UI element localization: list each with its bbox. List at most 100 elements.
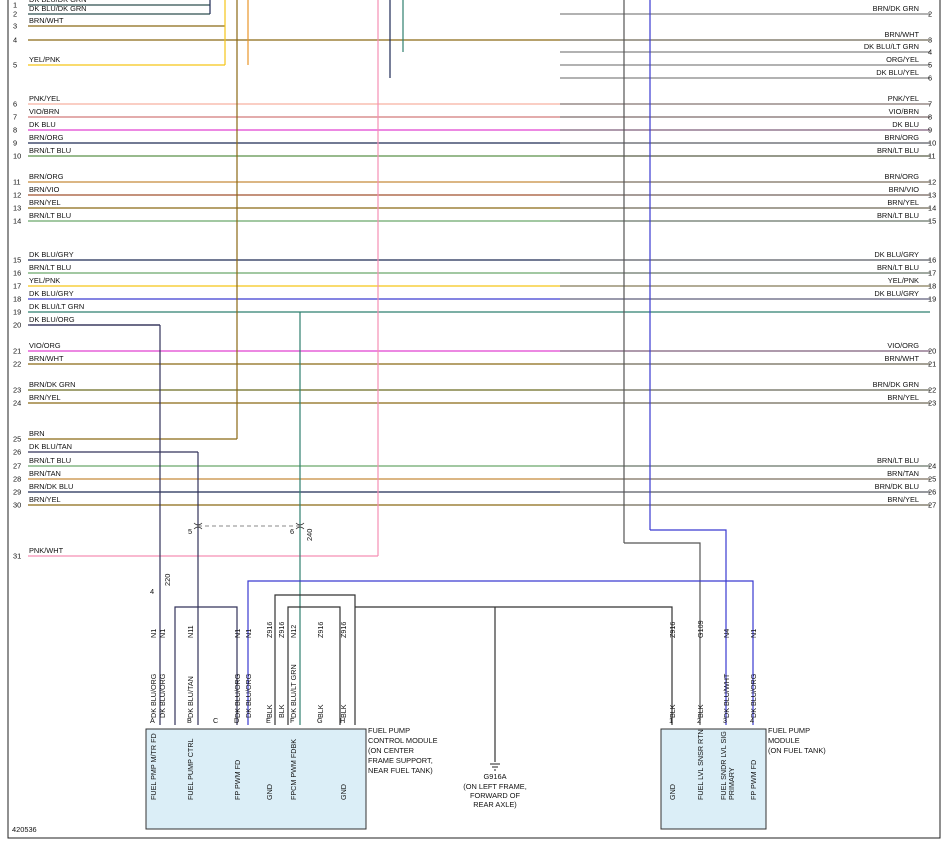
fpcm-circuit: N1	[244, 629, 253, 638]
wire-left-label: VIO/BRN	[29, 107, 59, 116]
fpm-color-label: BLK	[696, 704, 705, 718]
wire-left-pin: 21	[13, 347, 21, 356]
wire-left-label: DK BLU/LT GRN	[29, 302, 84, 311]
fpcm-color-label: DK BLU/ORG	[244, 673, 253, 718]
wire-right-pin: 12	[928, 178, 936, 187]
wire-left-label: DK BLU/GRY	[29, 289, 74, 298]
wire-right-label: PNK/YEL	[888, 94, 919, 103]
wire-right-pin: 19	[928, 295, 936, 304]
wire-left-label: YEL/PNK	[29, 55, 60, 64]
wire-left-label: VIO/ORG	[29, 341, 61, 350]
fpcm-circuit: Z916	[339, 622, 348, 638]
fpcm-circuit: N11	[186, 625, 195, 638]
wire-right-label: BRN/DK GRN	[873, 380, 919, 389]
wire-left-pin: 2	[13, 10, 17, 19]
ground-location-line: FORWARD OF	[470, 791, 521, 800]
fpm-func-label: PRIMARY	[727, 767, 736, 800]
splice-label-1: 5	[188, 527, 192, 536]
fpcm-circuit: Z916	[265, 622, 274, 638]
wire-left-pin: 13	[13, 204, 21, 213]
ground-loop-2	[287, 606, 341, 725]
fpm-title-line: MODULE	[768, 736, 800, 745]
fuel-pump-module-box	[660, 728, 767, 830]
wire-right-label: BRN/VIO	[889, 185, 920, 194]
fpcm-title-line: CONTROL MODULE	[368, 736, 438, 745]
wire-right-pin: 17	[928, 269, 936, 278]
wire-right-pin: 4	[928, 48, 932, 57]
fpcm-title-line: FUEL PUMP	[368, 726, 410, 735]
fpcm-pin-letter: E	[266, 716, 271, 725]
wire-right-label: BRN/DK BLU	[875, 482, 919, 491]
wire-right-label: ORG/YEL	[886, 55, 919, 64]
wire-left-pin: 14	[13, 217, 21, 226]
wire-left-label: BRN/LT BLU	[29, 146, 71, 155]
wire-right-label: BRN/YEL	[887, 198, 919, 207]
wire-right-pin: 21	[928, 360, 936, 369]
wire-right-label: DK BLU	[892, 120, 919, 129]
wire-right-pin: 15	[928, 217, 936, 226]
wire-right-label: BRN/YEL	[887, 495, 919, 504]
wire-left-pin: 23	[13, 386, 21, 395]
fpm-circuit: N4	[722, 629, 731, 638]
wire-left-label: BRN/WHT	[29, 354, 64, 363]
fpcm-circuit: Z916	[316, 622, 325, 638]
fpcm-circuit: N1	[158, 629, 167, 638]
wire-right-pin: 2	[928, 10, 932, 19]
fpcm-pin-letter: F	[290, 716, 295, 725]
fpm-pin-number: 4	[750, 716, 754, 725]
wire-right-label: BRN/DK GRN	[873, 4, 919, 13]
fpcm-func-label: FP PWM FD	[233, 760, 242, 800]
fpm-func-label: FP PWM FD	[749, 760, 758, 800]
wire-left-label: DK BLU	[29, 120, 56, 129]
wire-left-label: BRN/YEL	[29, 198, 61, 207]
wire-left-label: PNK/WHT	[29, 546, 64, 555]
wire-left-pin: 15	[13, 256, 21, 265]
wire-right-pin: 3	[928, 36, 932, 45]
wire-right-label: BRN/LT BLU	[877, 263, 919, 272]
fpm-circuit: N1	[749, 629, 758, 638]
wire-right-label: BRN/ORG	[885, 133, 920, 142]
diagram-frame	[7, 0, 941, 839]
fpcm-pin-letter: D	[234, 716, 239, 725]
wire-right-label: BRN/LT BLU	[877, 456, 919, 465]
wire-left-pin: 20	[13, 321, 21, 330]
wire-right-label: DK BLU/GRY	[874, 289, 919, 298]
wire-left-label: BRN/VIO	[29, 185, 60, 194]
wire-left-pin: 18	[13, 295, 21, 304]
wire-left-pin: 24	[13, 399, 21, 408]
wire-right-label: BRN/LT BLU	[877, 146, 919, 155]
wire-right-label: BRN/ORG	[885, 172, 920, 181]
pump-loop-a	[174, 606, 238, 725]
fpcm-title-line: FRAME SUPPORT,	[368, 756, 433, 765]
fpm-func-label: FUEL LVL SNSR RTN	[696, 729, 705, 800]
wire-right-label: BRN/WHT	[885, 354, 920, 363]
wire-right-label: BRN/LT BLU	[877, 211, 919, 220]
wire-left-pin: 25	[13, 435, 21, 444]
fpm-pin-number: 2	[697, 716, 701, 725]
wire-right-label: DK BLU/GRY	[874, 250, 919, 259]
fpcm-circuit: N1	[233, 629, 242, 638]
fpcm-color-label: DK BLU/LT GRN	[289, 664, 298, 718]
ground-loop-1	[274, 594, 356, 725]
fpcm-color-label: DK BLU/ORG	[158, 673, 167, 718]
fpm-pin-number: 3	[723, 716, 727, 725]
fuel-level-return-wire	[624, 542, 701, 725]
wire-left-label: BRN/ORG	[29, 133, 64, 142]
wire-left-pin: 3	[13, 22, 17, 31]
wire-left-pin: 12	[13, 191, 21, 200]
wire-left-label: BRN/LT BLU	[29, 263, 71, 272]
wire-left-pin: 30	[13, 501, 21, 510]
wire-left-label: DK BLU/TAN	[29, 442, 72, 451]
wire-left-pin: 10	[13, 152, 21, 161]
connector-220-label: 220	[163, 574, 172, 586]
wire-left-pin: 6	[13, 100, 17, 109]
wire-left-pin: 27	[13, 462, 21, 471]
fpm-func-label: GND	[668, 784, 677, 800]
fpcm-color-label: DK BLU/ORG	[149, 673, 158, 718]
fuel-level-signal-wire	[650, 529, 727, 725]
fpcm-func-label: FPCM PWM FDBK	[289, 739, 298, 800]
wire-left-pin: 26	[13, 448, 21, 457]
fpm-circuit: Z916	[668, 622, 677, 638]
wire-left-label: BRN/DK GRN	[29, 380, 75, 389]
